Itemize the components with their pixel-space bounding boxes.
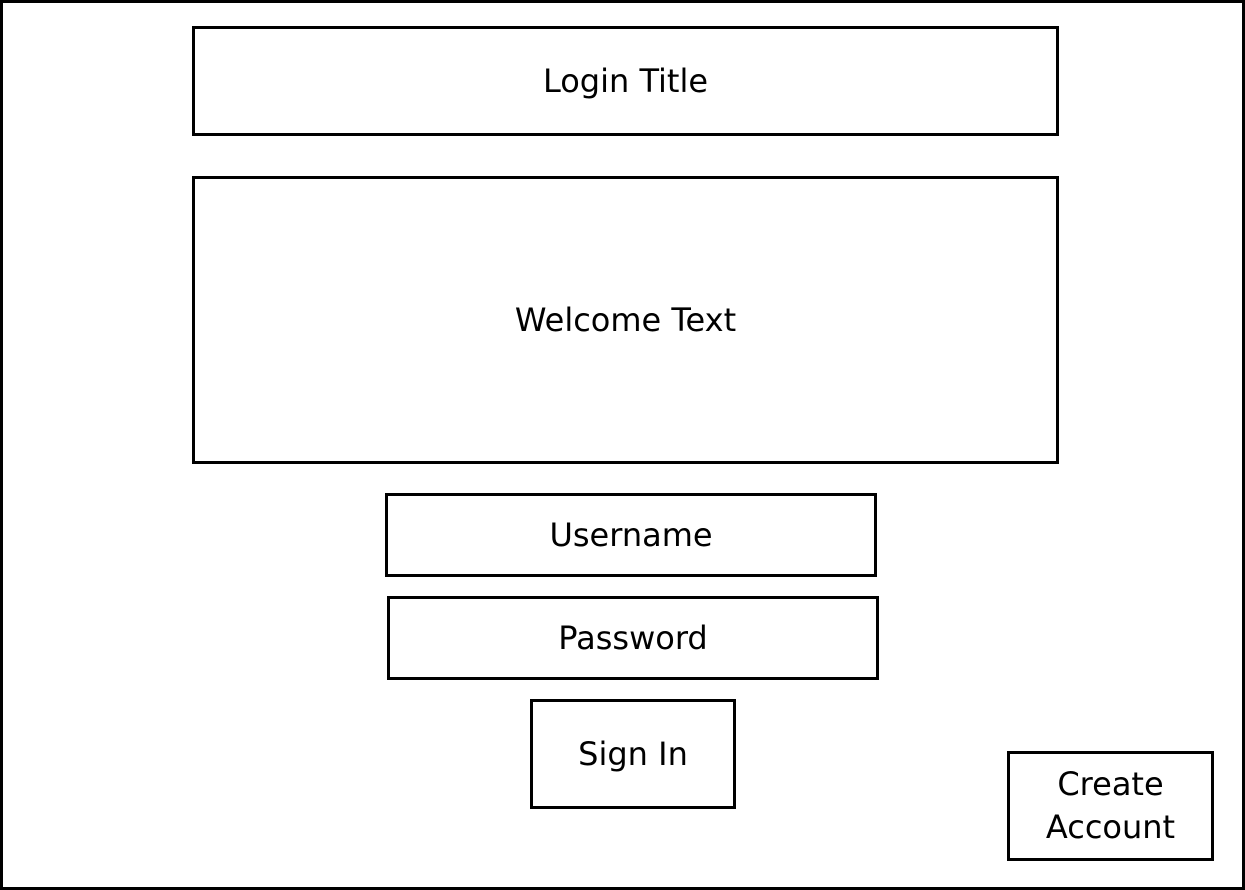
sign-in-button[interactable]: Sign In [530,699,736,809]
login-title-text: Login Title [542,61,709,100]
password-label: Password [558,618,708,657]
create-account-label: Create Account [1045,764,1176,846]
create-account-button[interactable]: Create Account [1007,751,1214,861]
welcome-text: Welcome Text [514,300,737,339]
login-title: Login Title [192,26,1059,136]
sign-in-label: Sign In [578,734,688,773]
username-label: Username [549,515,713,554]
password-input[interactable]: Password [387,596,879,680]
username-input[interactable]: Username [385,493,877,577]
welcome-text-panel: Welcome Text [192,176,1059,464]
